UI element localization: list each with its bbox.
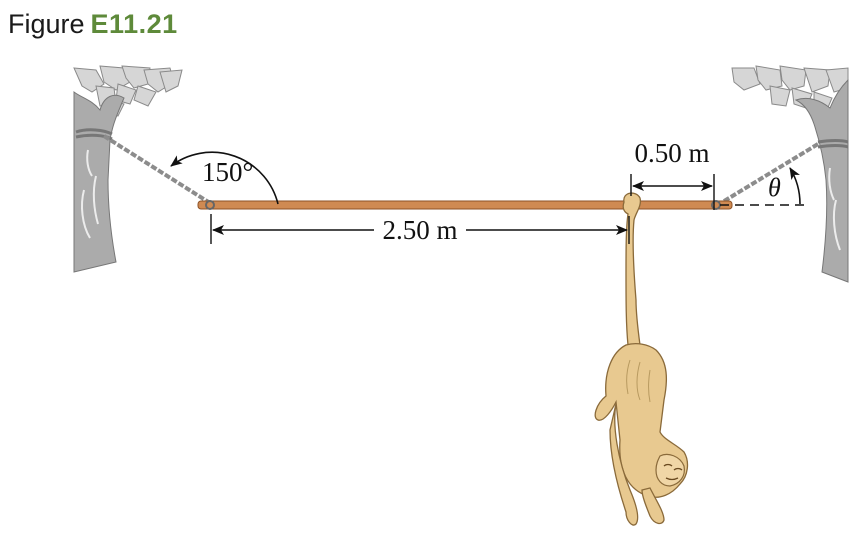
- caption-prefix: Figure: [8, 9, 85, 39]
- dim-long-label: 2.50 m: [382, 215, 457, 245]
- angle-150-label: 150°: [202, 157, 253, 187]
- right-tree-bark: [828, 167, 841, 251]
- caption-number: E11.21: [90, 9, 178, 39]
- left-tree-bark: [81, 149, 99, 239]
- monkey-fur-lines: [626, 359, 651, 403]
- right-tree: [731, 65, 849, 283]
- left-tree-trunk: [73, 91, 125, 273]
- left-rope: [102, 134, 212, 205]
- left-tree: [73, 65, 183, 273]
- monkey: [594, 192, 689, 526]
- pole: [197, 200, 733, 210]
- dim-short-label: 0.50 m: [634, 138, 709, 168]
- monkey-arm-right: [641, 487, 665, 525]
- monkey-tail: [622, 192, 642, 346]
- monkey-arm-left: [609, 403, 639, 526]
- monkey-face-details: [663, 463, 683, 481]
- right-tree-trunk: [794, 78, 849, 283]
- left-tree-leaves: [73, 65, 183, 117]
- left-tree-rope-wrap: [75, 128, 113, 141]
- angle-150-arc: [170, 151, 279, 205]
- right-tree-rope-wrap: [817, 139, 849, 149]
- theta-label: θ: [768, 173, 781, 202]
- monkey-face: [655, 453, 685, 487]
- right-tree-leaves: [731, 65, 849, 113]
- theta-arc: [789, 167, 801, 205]
- left-rope-attachment: [205, 200, 215, 210]
- right-rope: [714, 142, 820, 208]
